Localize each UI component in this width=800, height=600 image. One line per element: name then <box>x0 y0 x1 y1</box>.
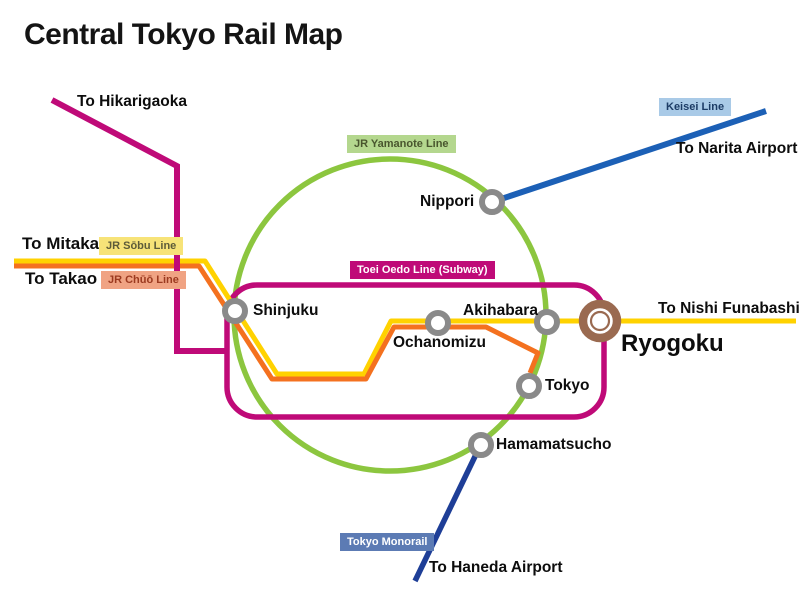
station-marker-ryogoku-outer <box>578 299 622 343</box>
station-marker-ochanomizu <box>425 310 451 336</box>
station-marker-ryogoku-inner <box>589 310 611 332</box>
station-marker-hamamatsucho <box>468 432 494 458</box>
station-label-shinjuku: Shinjuku <box>253 302 319 319</box>
destination-takao: To Takao <box>25 269 98 288</box>
oedo-hikarigaoka-branch-path <box>50 97 228 354</box>
tokyo-monorail-path <box>412 442 484 583</box>
monorail-line-badge: Tokyo Monorail <box>340 533 435 552</box>
map-title: Central Tokyo Rail Map <box>24 18 343 51</box>
keisei-line-path <box>491 108 767 205</box>
station-label-hamamatsucho: Hamamatsucho <box>496 436 612 453</box>
yamanote-line-badge: JR Yamanote Line <box>347 135 456 154</box>
destination-narita-airport: To Narita Airport <box>676 140 798 157</box>
station-label-tokyo: Tokyo <box>545 377 590 394</box>
station-marker-shinjuku <box>222 298 248 324</box>
station-label-nippori: Nippori <box>420 193 475 210</box>
station-label-akihabara: Akihabara <box>463 302 538 319</box>
chuo-line-badge: JR Chūō Line <box>101 271 186 290</box>
destination-nishi-funabashi: To Nishi Funabashi <box>658 300 800 317</box>
destination-mitaka: To Mitaka <box>22 234 100 253</box>
chuo-line-path <box>14 263 541 382</box>
destination-haneda-airport: To Haneda Airport <box>429 559 563 576</box>
oedo-line-badge: Toei Oedo Line (Subway) <box>350 261 495 280</box>
sobu-line-badge: JR Sōbu Line <box>99 237 184 256</box>
station-label-ochanomizu: Ochanomizu <box>393 334 487 351</box>
destination-hikarigaoka: To Hikarigaoka <box>77 93 187 110</box>
station-label-ryogoku: Ryogoku <box>621 330 724 357</box>
station-marker-tokyo <box>516 373 542 399</box>
station-marker-nippori <box>479 189 505 215</box>
station-marker-akihabara <box>534 309 560 335</box>
keisei-line-badge: Keisei Line <box>659 98 732 117</box>
sobu-line-path <box>14 258 796 377</box>
